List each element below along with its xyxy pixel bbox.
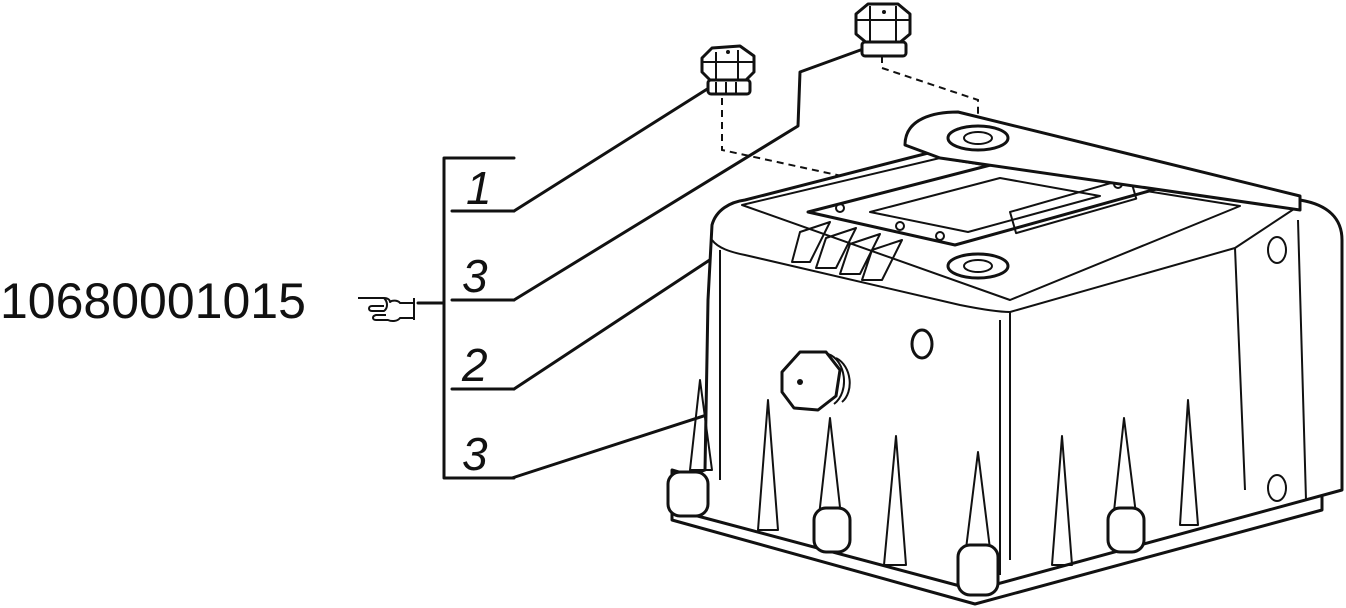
fill-port-top — [946, 124, 1010, 152]
side-drain-plug — [780, 350, 851, 412]
fill-port-front-inner — [963, 259, 993, 273]
callout-label-4: 3 — [462, 428, 488, 480]
assembly-path-plug-top — [881, 56, 979, 128]
assembly-path-plug-1 — [721, 98, 976, 206]
top-rim — [741, 157, 1241, 301]
callout-label-2: 3 — [462, 250, 488, 302]
magnetic-plug-1 — [700, 44, 756, 96]
plate-bolt-hole — [895, 221, 905, 231]
plate-bolt-hole — [935, 231, 945, 241]
rib — [1179, 399, 1199, 526]
bolt-boss — [812, 506, 852, 554]
front-face-edge — [711, 239, 1011, 560]
cooling-fins — [791, 221, 903, 281]
top-plate-opening — [869, 177, 1101, 233]
rib — [883, 435, 907, 566]
assembly-number: 10680001015 — [0, 273, 306, 329]
rib — [757, 399, 779, 531]
sump-housing — [666, 110, 1344, 606]
rib — [1051, 435, 1073, 566]
filler-plug-top — [854, 2, 912, 58]
plate-bolt-hole — [835, 203, 845, 213]
pointing-hand-icon — [358, 297, 415, 323]
side-drain-port — [910, 328, 934, 360]
callout-label-1: 1 — [466, 162, 492, 214]
leader-line-1 — [512, 84, 714, 213]
fill-port-top-inner — [963, 131, 993, 145]
mounting-hole — [1267, 236, 1287, 264]
rib — [689, 379, 713, 471]
leader-line-2 — [512, 46, 868, 302]
leader-line-3 — [512, 238, 742, 391]
callout-label-3: 2 — [461, 339, 488, 391]
fill-port-front — [946, 252, 1010, 280]
bolt-boss — [666, 470, 710, 518]
inner-front-edge — [719, 250, 1001, 575]
bolt-boss — [956, 543, 1000, 597]
bolt-boss — [1106, 506, 1146, 554]
mounting-hole — [1267, 474, 1287, 502]
right-side-face — [1009, 204, 1307, 501]
top-plate-slot — [1008, 176, 1138, 235]
